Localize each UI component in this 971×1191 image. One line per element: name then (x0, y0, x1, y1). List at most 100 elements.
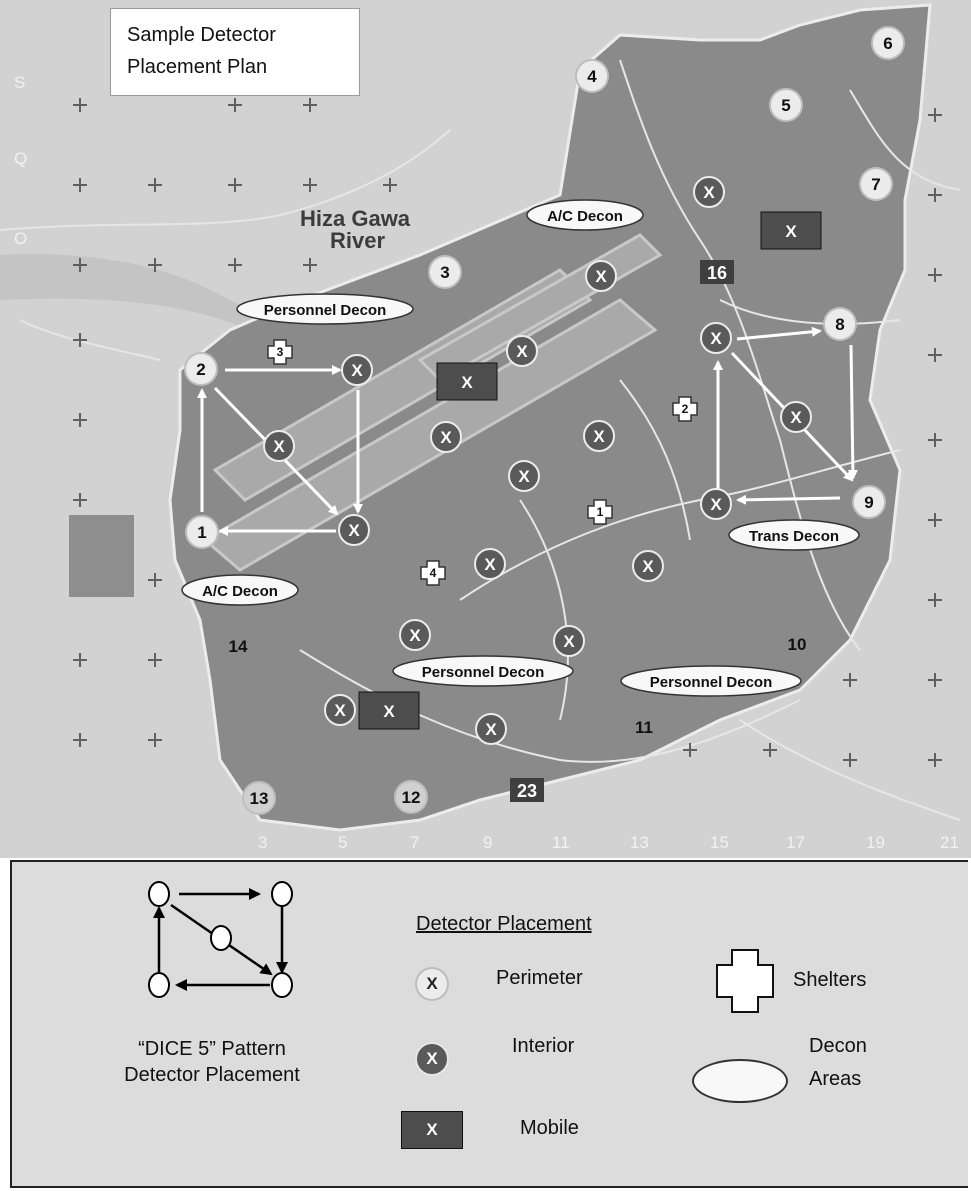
decon-area-label: A/C Decon (202, 583, 278, 600)
interior-detector-label: X (703, 183, 715, 202)
dice-pattern-caption-2: Detector Placement (124, 1064, 300, 1086)
interior-detector (700, 322, 732, 354)
dice-pattern-caption-1: “DICE 5” Pattern (138, 1038, 286, 1060)
interior-detector-label: X (351, 361, 363, 380)
interior-detector (632, 550, 664, 582)
interior-detector-label: X (595, 267, 607, 286)
perimeter-symbol: X (415, 967, 449, 1001)
interior-detector (506, 335, 538, 367)
shelter-number: 2 (682, 402, 689, 416)
grid-label-bottom: 3 (258, 833, 267, 852)
decon-area-oval (620, 665, 802, 697)
decon-area-label: A/C Decon (547, 208, 623, 225)
grid-label-left: Q (14, 149, 27, 168)
interior-detector (399, 619, 431, 651)
shelter-icon (420, 560, 446, 586)
perimeter-detector-label: 3 (440, 263, 449, 282)
interior-detector-label: X (790, 408, 802, 427)
decon-area-label: Personnel Decon (650, 674, 773, 691)
title-line-1: Sample Detector (127, 24, 276, 46)
decon-area-label: Trans Decon (749, 528, 839, 545)
decon-area-oval (526, 199, 644, 231)
mobile-detector-label: X (461, 373, 473, 392)
grid-label-left: O (14, 229, 27, 248)
decon-area-oval (392, 655, 574, 687)
perimeter-detector-label: 6 (883, 34, 892, 53)
interior-detector (338, 514, 370, 546)
title-line-2: Placement Plan (127, 56, 268, 78)
perimeter-detector-label: 2 (196, 360, 205, 379)
decon-label-1: Decon (809, 1035, 867, 1057)
interior-detector (341, 354, 373, 386)
shelter-icon (267, 339, 293, 365)
base-map: Hiza Gawa River 16 23 3 5 7 9 11 13 15 1… (0, 0, 971, 858)
interior-detector-label: X (484, 555, 496, 574)
mobile-detector (358, 691, 420, 730)
perimeter-detector-9 (852, 485, 886, 519)
interior-detector (780, 401, 812, 433)
perimeter-detector-7 (859, 167, 893, 201)
perimeter-detector-label: 12 (402, 788, 421, 807)
perimeter-detector-8 (823, 307, 857, 341)
interior-detector-label: X (518, 467, 530, 486)
grid-label-bottom: 13 (630, 833, 649, 852)
mobile-detector (436, 362, 498, 401)
shelter-icon (587, 499, 613, 525)
interior-detector (508, 460, 540, 492)
perimeter-detector-10 (780, 627, 814, 661)
perimeter-detector-label: 1 (197, 523, 206, 542)
decon-area-label: Personnel Decon (422, 664, 545, 681)
decon-area-legend-oval (692, 1059, 788, 1103)
interior-detector-label: X (273, 437, 285, 456)
grid-label-bottom: 21 (940, 833, 959, 852)
interior-detector (583, 420, 615, 452)
interior-detector-label: X (485, 720, 497, 739)
perimeter-detectors: 1 2 3 4 5 6 7 8 9 10 11 12 13 14 (184, 26, 905, 815)
decon-areas: A/C Decon Personnel Decon A/C Decon Tran… (181, 199, 860, 697)
dice-5-pattern-diagram (148, 881, 293, 998)
grid-label-bottom: 19 (866, 833, 885, 852)
perimeter-detector-12 (394, 780, 428, 814)
mobile-detectors: X X X (358, 211, 822, 730)
shelter-number: 1 (597, 505, 604, 519)
river-label-2: River (330, 228, 385, 253)
interior-detector (324, 694, 356, 726)
grid-label-bottom: 11 (552, 833, 570, 852)
grid-label-bottom: 5 (338, 833, 347, 852)
perimeter-detector-1 (185, 515, 219, 549)
perimeter-detector-11 (627, 710, 661, 744)
interior-detector-label: X (409, 626, 421, 645)
interior-detector-label: X (563, 632, 575, 651)
perimeter-detector-5 (769, 88, 803, 122)
perimeter-detector-3 (428, 255, 462, 289)
perimeter-detector-label: 13 (250, 789, 269, 808)
mobile-detector-label: X (785, 222, 797, 241)
interior-detector (553, 625, 585, 657)
interior-detector-label: X (516, 342, 528, 361)
grid-label-bottom: 7 (410, 833, 419, 852)
base-boundary (168, 3, 932, 832)
grid-label-left: S (14, 73, 25, 92)
road-marker-23: 23 (510, 778, 544, 802)
shelter-number: 3 (277, 345, 284, 359)
gray-block (69, 515, 134, 597)
shelters: 1 2 3 4 (267, 339, 698, 586)
title-box: Sample Detector Placement Plan (110, 8, 360, 96)
perimeter-detector-4 (575, 59, 609, 93)
interior-detector-label: X (593, 427, 605, 446)
mobile-detector-label: X (383, 702, 395, 721)
grid-label-bottom: 17 (786, 833, 805, 852)
decon-label-2: Areas (809, 1068, 862, 1090)
perimeter-detector-label: 14 (229, 637, 248, 656)
road-label-16: 16 (707, 263, 727, 283)
interior-detector (585, 260, 617, 292)
legend-panel: “DICE 5” Pattern Detector Placement Dete… (10, 860, 968, 1188)
interior-detector-label: X (642, 557, 654, 576)
decon-area-oval (181, 574, 299, 606)
interior-detector (263, 430, 295, 462)
perimeter-detector-14 (221, 629, 255, 663)
decon-area-oval (236, 293, 414, 325)
perimeter-detector-label: 8 (835, 315, 844, 334)
mobile-symbol: X (401, 1111, 463, 1149)
interior-detector (430, 421, 462, 453)
